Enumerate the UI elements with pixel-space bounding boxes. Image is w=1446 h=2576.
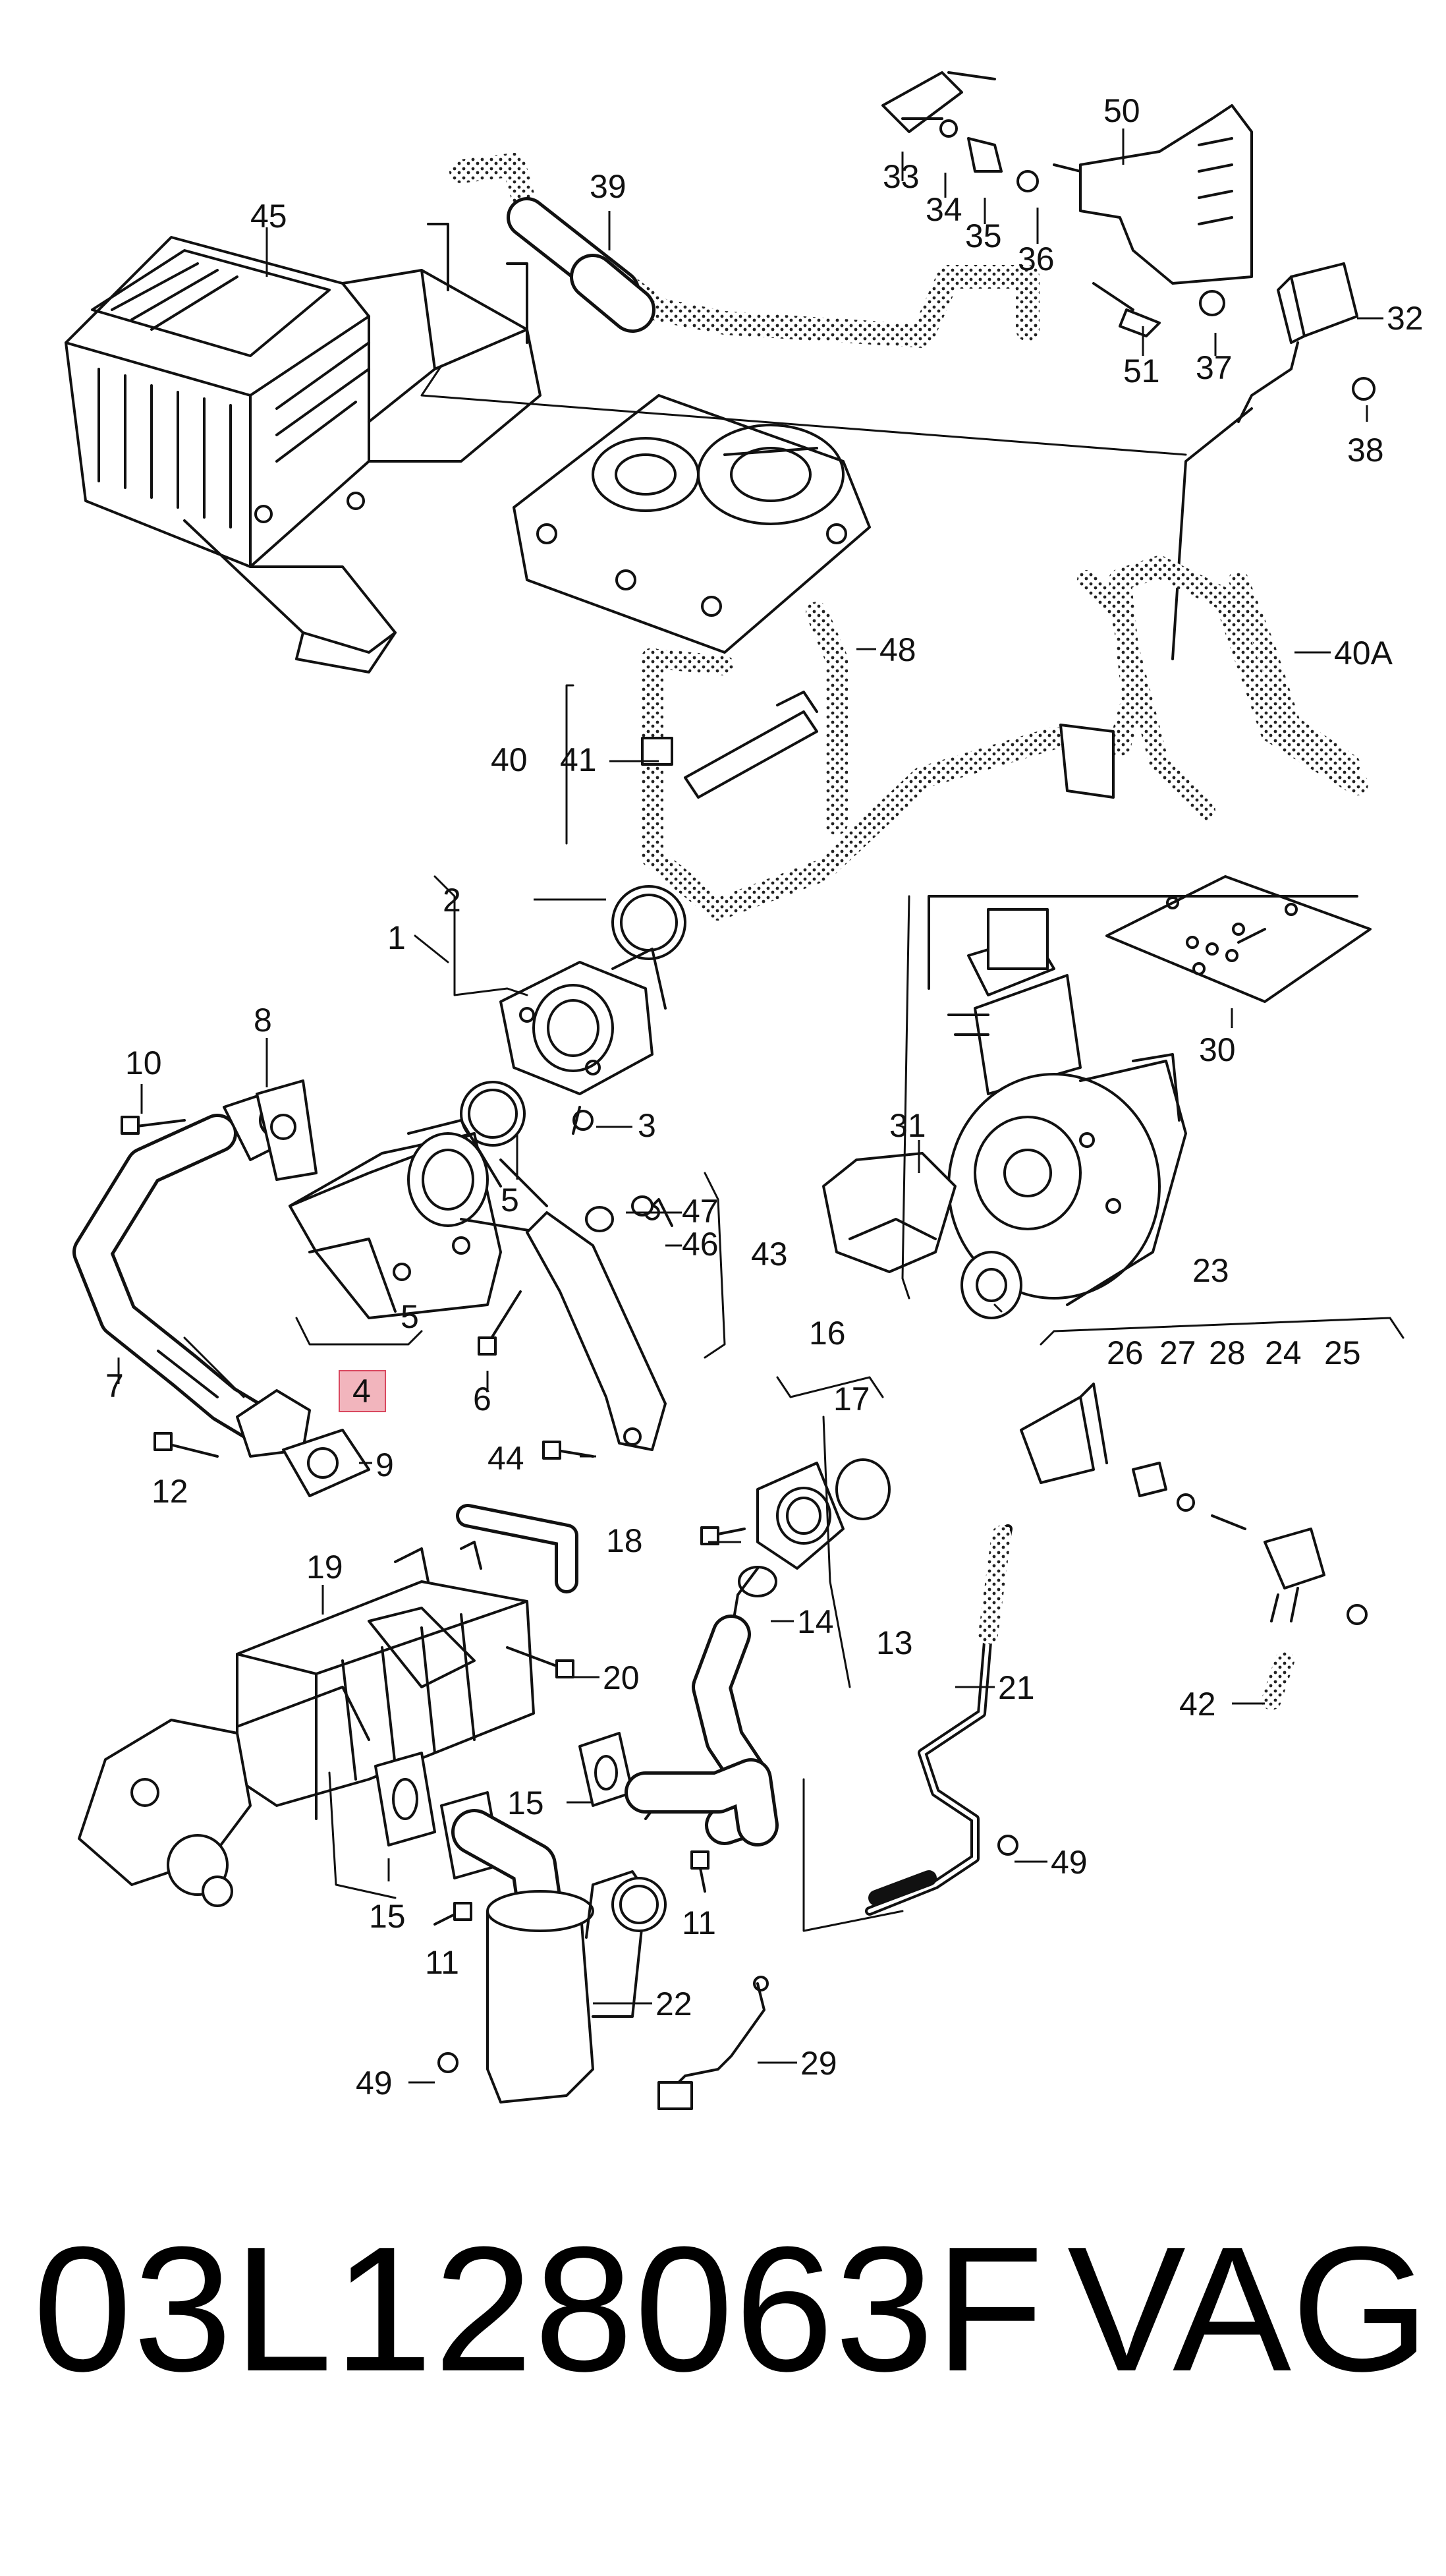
label-15a: 15 xyxy=(507,1785,544,1821)
label-51: 51 xyxy=(1123,353,1160,389)
bolt-20 xyxy=(506,1646,574,1678)
label-49a: 49 xyxy=(1051,1844,1088,1881)
gasket-15a xyxy=(374,1752,436,1846)
label-24: 24 xyxy=(1265,1334,1302,1371)
label-43: 43 xyxy=(751,1236,788,1273)
label-37: 37 xyxy=(1196,349,1233,386)
sensor-lead-21 xyxy=(865,1524,1013,1916)
callout-labels: 45 39 50 33 34 35 36 32 51 37 38 48 40A … xyxy=(105,92,1424,2102)
label-23: 23 xyxy=(1192,1252,1229,1289)
bolt-10 xyxy=(121,1116,186,1135)
label-11a: 11 xyxy=(682,1904,716,1941)
label-25: 25 xyxy=(1324,1334,1361,1371)
label-29: 29 xyxy=(800,2045,837,2082)
label-35: 35 xyxy=(965,217,1002,254)
egr-valve-1 xyxy=(460,885,686,1147)
label-26: 26 xyxy=(1107,1334,1144,1371)
exhaust-pipe-22 xyxy=(440,1758,779,2104)
egr-cooler-19 xyxy=(78,1504,578,1907)
label-42: 42 xyxy=(1179,1686,1216,1723)
label-15b: 15 xyxy=(369,1898,406,1935)
label-1: 1 xyxy=(387,919,406,956)
label-22: 22 xyxy=(655,1986,692,2022)
label-48: 48 xyxy=(879,631,916,668)
label-40: 40 xyxy=(491,741,528,778)
label-14: 14 xyxy=(797,1603,834,1640)
label-28: 28 xyxy=(1209,1334,1246,1371)
label-31: 31 xyxy=(889,1107,926,1144)
label-16: 16 xyxy=(809,1315,846,1352)
label-40a: 40A xyxy=(1334,635,1393,672)
highlight-box xyxy=(339,1370,386,1412)
label-18: 18 xyxy=(606,1522,643,1559)
label-2: 2 xyxy=(443,882,461,919)
nut-49a xyxy=(997,1835,1018,1856)
label-20: 20 xyxy=(603,1659,640,1696)
label-47: 47 xyxy=(682,1193,719,1230)
label-41: 41 xyxy=(560,741,597,778)
gasket-9 xyxy=(282,1429,370,1497)
label-27: 27 xyxy=(1159,1334,1196,1371)
gasket-15b xyxy=(578,1732,634,1807)
label-3: 3 xyxy=(638,1107,656,1144)
nut-49b xyxy=(437,2052,459,2073)
label-8: 8 xyxy=(254,1002,272,1039)
label-6: 6 xyxy=(473,1381,491,1417)
cylinder-head-cover xyxy=(513,394,871,654)
bolt-6 xyxy=(478,1290,522,1356)
label-45: 45 xyxy=(250,198,287,235)
washer-46 xyxy=(585,1206,614,1232)
label-49b: 49 xyxy=(356,2065,393,2102)
label-34: 34 xyxy=(926,191,962,228)
label-38: 38 xyxy=(1347,432,1384,469)
nut-3 xyxy=(572,1110,594,1131)
label-7: 7 xyxy=(105,1367,124,1404)
label-30: 30 xyxy=(1199,1031,1236,1068)
label-50: 50 xyxy=(1103,92,1140,129)
sensor-29 xyxy=(657,1976,769,2110)
label-46: 46 xyxy=(682,1226,719,1263)
turbocharger xyxy=(822,895,1358,1319)
label-33: 33 xyxy=(883,158,920,195)
bolt-44 xyxy=(542,1441,594,1460)
callout-leaders xyxy=(117,129,1383,2084)
label-17: 17 xyxy=(833,1381,870,1417)
vacuum-lines-40 xyxy=(641,556,1368,921)
part-number: 03L128063F xyxy=(33,2210,1045,2409)
brand-name: VAG xyxy=(1067,2210,1430,2409)
label-39: 39 xyxy=(590,168,626,205)
egr-pipe-7 xyxy=(72,1079,318,1458)
label-5b: 5 xyxy=(401,1298,419,1335)
bracket-23 xyxy=(1020,1383,1368,1710)
grommet-47 xyxy=(631,1195,653,1216)
label-10: 10 xyxy=(125,1045,162,1081)
egr-housing-4 xyxy=(289,1119,502,1319)
hose-39 xyxy=(449,153,1040,348)
label-5a: 5 xyxy=(501,1182,519,1218)
bracket-assembly-50 xyxy=(881,71,1376,660)
label-12: 12 xyxy=(152,1473,188,1510)
bolt-12 xyxy=(153,1432,219,1458)
leader-brackets xyxy=(295,364,1404,1932)
bolt-11a xyxy=(690,1850,709,1893)
air-filter-housing xyxy=(65,223,542,673)
label-19: 19 xyxy=(306,1549,343,1586)
label-4: 4 xyxy=(352,1373,371,1410)
bolt-18 xyxy=(700,1526,746,1545)
bolt-11b xyxy=(433,1902,472,1926)
label-44: 44 xyxy=(487,1440,524,1477)
label-36: 36 xyxy=(1018,241,1055,277)
label-9: 9 xyxy=(375,1446,394,1483)
label-13: 13 xyxy=(876,1624,913,1661)
label-11b: 11 xyxy=(425,1944,459,1981)
label-32: 32 xyxy=(1387,300,1424,337)
label-21: 21 xyxy=(998,1669,1035,1706)
footer: 03L128063F VAG xyxy=(0,2214,1446,2491)
